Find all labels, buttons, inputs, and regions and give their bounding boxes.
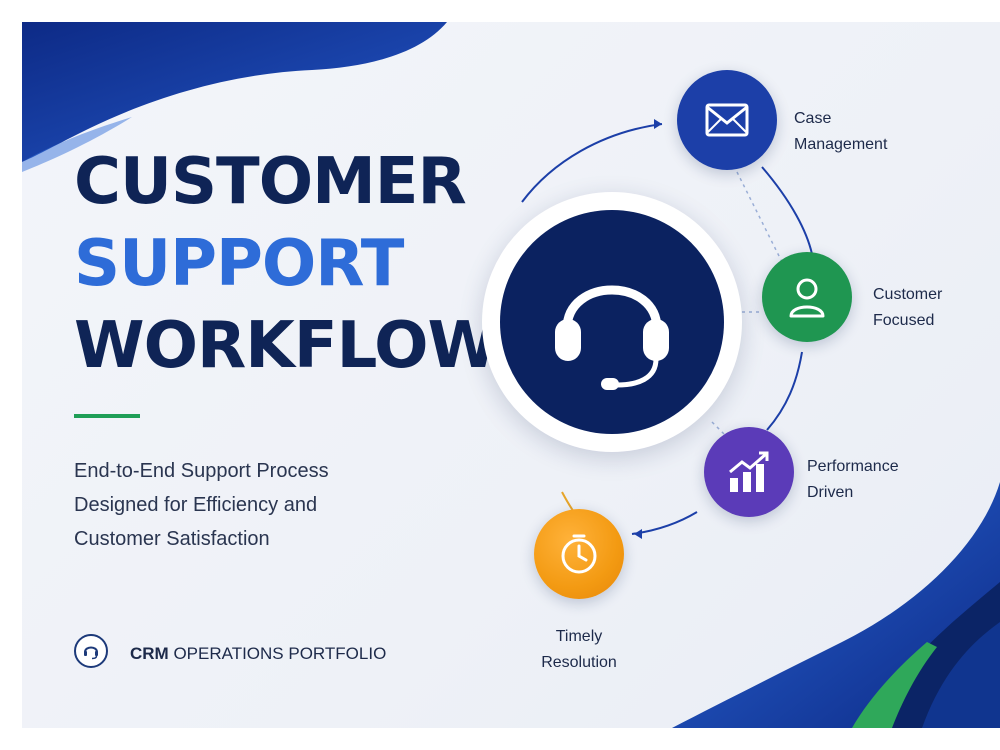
user-icon <box>789 278 825 318</box>
slide: CUSTOMER SUPPORT WORKFLOW End-to-End Sup… <box>22 22 1000 728</box>
case-management-label-line-2: Management <box>794 136 888 153</box>
customer-focused-label: Customer Focused <box>873 282 942 334</box>
customer-focused-label-line-2: Focused <box>873 312 935 329</box>
case-management-node <box>677 70 777 170</box>
timely-resolution-node <box>534 509 624 599</box>
subtitle-line-2: Designed for Efficiency and <box>74 494 318 516</box>
performance-driven-label-line-2: Driven <box>807 484 854 501</box>
timely-resolution-label-line-2: Resolution <box>541 654 617 671</box>
headset-icon <box>500 210 724 434</box>
performance-driven-node <box>704 427 794 517</box>
footer-text-bold: CRM <box>130 644 169 663</box>
customer-focused-node <box>762 252 852 342</box>
case-management-label-line-1: Case <box>794 110 832 127</box>
background-waves <box>22 22 1000 728</box>
subtitle-line-1: End-to-End Support Process <box>74 460 329 482</box>
case-management-label: Case Management <box>794 106 887 158</box>
performance-driven-label: Performance Driven <box>807 454 899 506</box>
clock-icon <box>561 534 597 574</box>
bar-chart-icon <box>729 451 769 492</box>
title-line-2: SUPPORT <box>74 227 404 301</box>
timely-resolution-label-line-1: Timely <box>555 628 603 645</box>
central-hub <box>482 192 742 452</box>
headset-icon <box>74 634 108 668</box>
title-line-1: CUSTOMER <box>74 145 467 219</box>
subtitle: End-to-End Support Process Designed for … <box>74 454 404 556</box>
footer-text: CRM OPERATIONS PORTFOLIO <box>130 644 386 664</box>
title-divider <box>74 414 140 418</box>
footer-text-rest: OPERATIONS PORTFOLIO <box>168 644 387 663</box>
envelope-icon <box>705 103 749 137</box>
timely-resolution-label: Timely Resolution <box>539 624 619 676</box>
performance-driven-label-line-1: Performance <box>807 458 899 475</box>
customer-focused-label-line-1: Customer <box>873 286 943 303</box>
title-line-3: WORKFLOW <box>74 309 498 383</box>
subtitle-line-3: Customer Satisfaction <box>74 528 270 550</box>
